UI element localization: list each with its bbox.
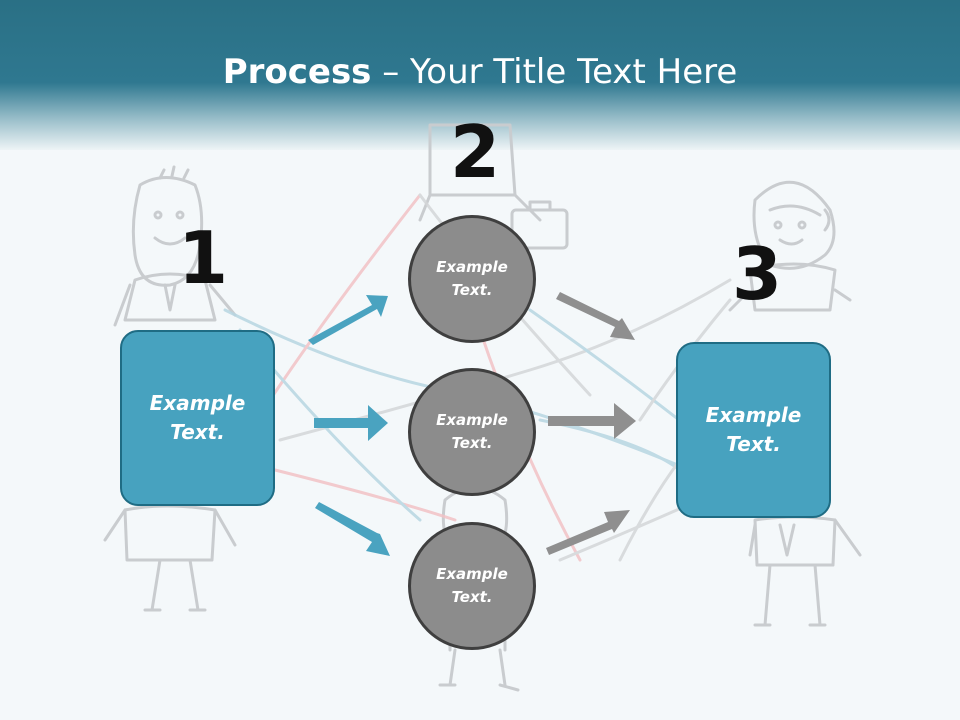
right-arrow-icon bbox=[308, 295, 388, 345]
sketch-person-right bbox=[728, 180, 862, 627]
right-arrow-icon bbox=[548, 403, 636, 439]
sketch-person-left bbox=[103, 165, 237, 612]
title-rest: – Your Title Text Here bbox=[371, 52, 738, 92]
circle-bottom-text: Example Text. bbox=[436, 565, 508, 606]
step-number-2: 2 bbox=[450, 110, 501, 194]
step-1-box: Example Text. bbox=[120, 330, 275, 506]
page-title: Process – Your Title Text Here bbox=[0, 52, 960, 92]
right-arrow-icon bbox=[315, 502, 390, 556]
step-2-circle-top: Example Text. bbox=[408, 215, 536, 343]
step-3-text: Example Text. bbox=[705, 403, 802, 456]
step-1-text: Example Text. bbox=[149, 391, 246, 444]
flow-arrows bbox=[308, 292, 636, 556]
step-3-box: Example Text. bbox=[676, 342, 831, 518]
step-number-3: 3 bbox=[732, 232, 783, 316]
step-number-1: 1 bbox=[178, 216, 229, 300]
circle-middle-text: Example Text. bbox=[436, 411, 508, 452]
step-2-circle-middle: Example Text. bbox=[408, 368, 536, 496]
right-arrow-icon bbox=[314, 405, 388, 441]
right-arrow-icon bbox=[546, 510, 630, 555]
title-bold: Process bbox=[222, 52, 372, 92]
right-arrow-icon bbox=[556, 292, 635, 340]
circle-top-text: Example Text. bbox=[436, 258, 508, 299]
step-2-circle-bottom: Example Text. bbox=[408, 522, 536, 650]
